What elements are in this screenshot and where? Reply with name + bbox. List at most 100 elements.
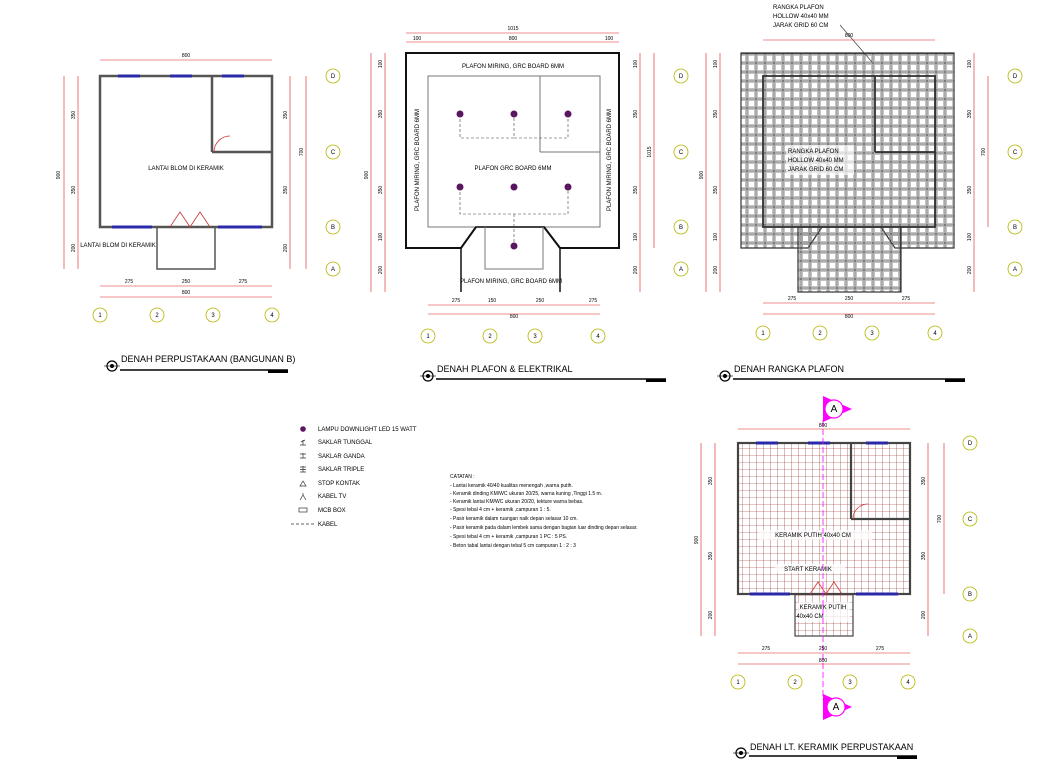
note-item: - Beton tabal lantai dengan tebal 5 cm c… (450, 543, 576, 549)
plan-rangka: RANGKA PLAFON HOLLOW 40x40 MM JARAK GRID… (699, 5, 1023, 382)
svg-text:1: 1 (736, 680, 740, 686)
legend-label: SAKLAR GANDA (318, 454, 365, 460)
svg-text:350: 350 (378, 186, 384, 195)
svg-text:350: 350 (967, 186, 973, 195)
svg-text:200: 200 (708, 611, 714, 620)
svg-text:250: 250 (845, 296, 854, 302)
dim-left-total: 900 (56, 171, 62, 180)
section-marker-bottom[interactable]: A (823, 694, 852, 720)
svg-text:2: 2 (488, 334, 492, 340)
legend-label: STOP KONTAK (318, 481, 360, 487)
svg-text:HOLLOW 40x40 MM: HOLLOW 40x40 MM (788, 158, 844, 164)
tv-cable-icon (299, 493, 307, 501)
svg-text:1015: 1015 (647, 146, 653, 157)
frame-note-center: RANGKA PLAFON (788, 149, 839, 155)
tile-label-start: START KERAMIK (784, 567, 832, 573)
note-item: - Keramik lantai KM/WC ukuran 20/20, tek… (450, 499, 583, 505)
legend-label: SAKLAR TUNGGAL (318, 440, 373, 446)
note-item: - Spesi tebal 4 cm + keramik ,campuran 1… (450, 507, 551, 513)
construction-notes: CATATAN : - Lantai keramik 40/40 kualita… (450, 474, 638, 549)
svg-text:D: D (331, 74, 336, 80)
plan-plafon: PLAFON MIRING, GRC BOARD 6MM PLAFON GRC … (364, 26, 689, 382)
svg-text:100: 100 (378, 60, 384, 69)
svg-text:40x40 CM: 40x40 CM (796, 614, 823, 620)
svg-text:2: 2 (793, 680, 797, 686)
single-switch-icon (300, 439, 306, 446)
svg-text:900: 900 (694, 536, 700, 545)
ceiling-label-bottom: PLAFON MIRING, GRC BOARD 6MM (460, 279, 562, 285)
svg-text:B: B (331, 225, 335, 231)
svg-text:100: 100 (633, 233, 639, 242)
dim-right: 350 (283, 186, 289, 195)
notes-heading: CATATAN : (450, 474, 475, 480)
legend-label: LAMPU DOWNLIGHT LED 15 WATT (318, 427, 417, 433)
svg-text:DENAH LT. KERAMIK PERPUSTAKAAN: DENAH LT. KERAMIK PERPUSTAKAAN (750, 742, 913, 752)
svg-text:275: 275 (876, 646, 885, 652)
svg-text:275: 275 (788, 296, 797, 302)
porch-outline (156, 226, 216, 270)
svg-text:100: 100 (713, 60, 719, 69)
svg-text:A: A (331, 267, 335, 273)
svg-text:350: 350 (921, 552, 927, 561)
dimension-lines (370, 32, 655, 315)
svg-text:200: 200 (967, 266, 973, 275)
svg-text:HOLLOW 40x40 MM: HOLLOW 40x40 MM (773, 14, 829, 20)
svg-text:C: C (968, 517, 973, 523)
tile-label-porch: KERAMIK PUTIH (800, 605, 847, 611)
grid-bubbles-cols: 1 2 3 4 (755, 325, 943, 341)
plan-title-keramik: DENAH LT. KERAMIK PERPUSTAKAAN (733, 742, 917, 759)
svg-text:900: 900 (699, 171, 705, 180)
svg-text:3: 3 (848, 680, 852, 686)
frame-note-top: RANGKA PLAFON (773, 5, 824, 11)
dim-right: 350 (283, 111, 289, 120)
svg-text:275: 275 (762, 646, 771, 652)
section-marker-top[interactable]: A (823, 396, 852, 422)
note-item: - Spesi tebal 4 cm + keramik ,campuran 1… (450, 534, 567, 540)
svg-text:JARAK GRID 60 CM: JARAK GRID 60 CM (788, 167, 843, 173)
dim-bottom-seg: 275 (239, 279, 248, 285)
svg-text:D: D (679, 74, 684, 80)
svg-text:1: 1 (761, 331, 765, 337)
legend-label: SAKLAR TRIPLE (318, 467, 364, 473)
svg-text:A: A (831, 404, 838, 415)
dim-right: 700 (299, 148, 305, 157)
legend-label: KABEL (318, 522, 338, 528)
svg-text:350: 350 (708, 477, 714, 486)
svg-text:3: 3 (533, 334, 537, 340)
svg-text:3: 3 (870, 331, 874, 337)
svg-text:800: 800 (845, 33, 854, 39)
svg-text:A: A (968, 634, 972, 640)
dimension-lines (705, 39, 989, 315)
dim-left: 350 (71, 186, 77, 195)
svg-text:100: 100 (605, 36, 614, 42)
svg-text:800: 800 (509, 36, 518, 42)
svg-text:275: 275 (902, 296, 911, 302)
legend-label: KABEL TV (318, 494, 346, 500)
floor-label-main: LANTAI BLOM DI KERAMIK (148, 166, 224, 172)
svg-text:250: 250 (819, 646, 828, 652)
svg-text:3: 3 (211, 313, 215, 319)
grid-bubbles-cols: 1 2 3 4 (420, 328, 606, 344)
dim-top: 800 (182, 53, 191, 59)
svg-text:100: 100 (413, 36, 422, 42)
note-item: - Keramik dinding KM/WC ukuran 20/25, wa… (450, 491, 602, 497)
downlight-icon (510, 183, 518, 191)
svg-text:800: 800 (819, 423, 828, 429)
svg-text:350: 350 (633, 186, 639, 195)
svg-text:DENAH RANGKA PLAFON: DENAH RANGKA PLAFON (734, 364, 844, 374)
dim-bottom-total: 800 (182, 290, 191, 296)
svg-text:B: B (1013, 225, 1017, 231)
windows (750, 441, 898, 596)
grid-bubbles-cols: 1 2 3 4 (92, 307, 280, 323)
svg-text:800: 800 (510, 314, 519, 320)
svg-text:4: 4 (933, 331, 937, 337)
svg-text:275: 275 (589, 298, 598, 304)
ceiling-label-top: PLAFON MIRING, GRC BOARD 6MM (462, 64, 564, 70)
dim-top-total: 1015 (507, 26, 518, 32)
svg-text:200: 200 (713, 266, 719, 275)
plan-title-rangka: DENAH RANGKA PLAFON (717, 364, 965, 382)
double-door (169, 211, 211, 228)
grid-bubbles-cols: 1 2 3 4 (730, 674, 916, 690)
plan-perpustakaan: LANTAI BLOM DI KERAMIK LANTAI BLOM DI KE… (56, 53, 341, 373)
